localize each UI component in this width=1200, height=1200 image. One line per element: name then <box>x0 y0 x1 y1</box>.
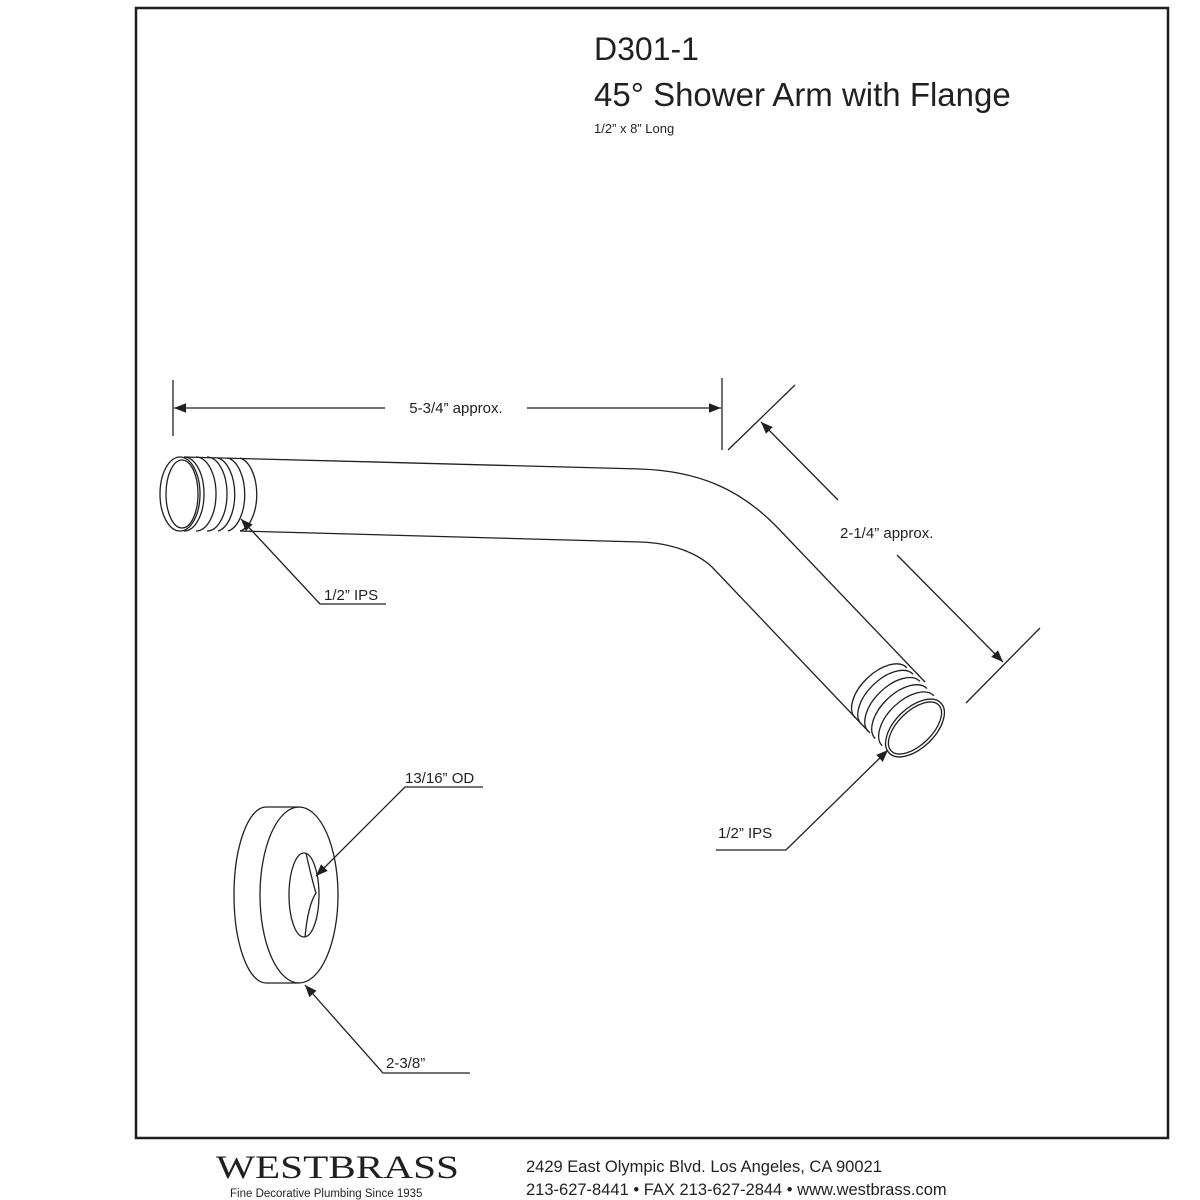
model-number: D301-1 <box>594 31 699 67</box>
company-contact: 213-627-8441 • FAX 213-627-2844 • www.we… <box>526 1181 947 1199</box>
drop-length-label: 2-1/4” approx. <box>840 525 933 542</box>
brand-logo: WESTBRASS <box>216 1150 459 1186</box>
product-title: 45° Shower Arm with Flange <box>594 76 1011 113</box>
drawing-frame <box>134 6 1170 1140</box>
right-thread-callout: 1/2” IPS <box>716 749 889 851</box>
flange-diameter-callout: 2-3/8” <box>304 984 470 1074</box>
arm-length-dimension: 5-3/4” approx. <box>172 378 723 450</box>
right-thread <box>850 663 946 758</box>
right-thread-label: 1/2” IPS <box>718 825 772 842</box>
arm-length-label: 5-3/4” approx. <box>409 400 502 417</box>
left-thread-label: 1/2” IPS <box>324 587 378 604</box>
company-address: 2429 East Olympic Blvd. Los Angeles, CA … <box>526 1158 882 1176</box>
flange-diameter-label: 2-3/8” <box>386 1055 425 1072</box>
left-thread-callout: 1/2” IPS <box>240 518 386 605</box>
product-subtitle: 1/2” x 8” Long <box>594 121 674 136</box>
flange-od-label: 13/16” OD <box>405 770 474 787</box>
drop-length-dimension: 2-1/4” approx. <box>727 384 1041 704</box>
brand-tagline: Fine Decorative Plumbing Since 1935 <box>230 1188 422 1200</box>
flange-od-callout: 13/16” OD <box>315 770 483 877</box>
flange <box>233 806 339 984</box>
shower-arm <box>159 456 946 758</box>
